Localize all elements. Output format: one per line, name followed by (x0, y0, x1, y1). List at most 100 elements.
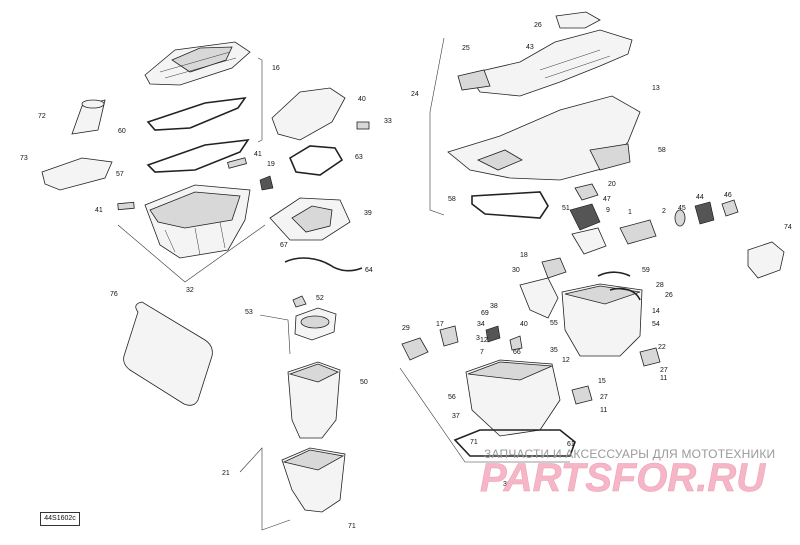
part-45-fitting (674, 209, 686, 227)
callout-43: 43 (526, 44, 534, 51)
callout-12: 12 (480, 337, 488, 344)
callout-41: 41 (95, 207, 103, 214)
callout-66: 66 (513, 349, 521, 356)
part-66-pin (509, 335, 523, 351)
callout-64: 64 (365, 267, 373, 274)
callout-17: 17 (436, 321, 444, 328)
part-39-funnel-inner (291, 205, 333, 233)
callout-58: 58 (658, 147, 666, 154)
callout-72: 72 (38, 113, 46, 120)
callout-40: 40 (520, 321, 528, 328)
callout-30: 30 (512, 267, 520, 274)
callout-18: 18 (520, 252, 528, 259)
callout-36: 36 (503, 481, 511, 488)
part-50-liner (287, 361, 341, 439)
part-60-gasket (146, 96, 247, 131)
callout-59: 59 (642, 267, 650, 274)
callout-27: 27 (660, 367, 668, 374)
part-61-frame (453, 429, 576, 457)
part-17-hinge (439, 325, 459, 347)
callout-26: 26 (665, 292, 673, 299)
callout-34: 34 (477, 321, 485, 328)
part-14-bin-top (564, 285, 641, 305)
part-16-top-cover (144, 41, 251, 86)
callout-51: 51 (562, 205, 570, 212)
callout-25: 25 (462, 45, 470, 52)
callout-52: 52 (316, 295, 324, 302)
part-53-bowl-rim (300, 315, 330, 329)
callout-44: 44 (696, 194, 704, 201)
group-bracket-21 (239, 447, 291, 531)
callout-54: 54 (652, 321, 660, 328)
part-41-plate (227, 157, 247, 169)
part-41-plate-b (117, 201, 135, 211)
callout-20: 20 (608, 181, 616, 188)
callout-labels: 1672607357414132403363193967645253765021… (20, 22, 792, 530)
part-32-storage-tray (144, 184, 251, 259)
part-74-module (747, 241, 785, 279)
part-73-lid (41, 157, 113, 191)
callout-3: 3 (476, 335, 480, 342)
callout-2: 2 (662, 208, 666, 215)
callout-74: 74 (784, 224, 792, 231)
callout-21: 21 (222, 470, 230, 477)
part-47-valve-top (574, 183, 599, 201)
watermark-logo-text: PARTSFOR.RU (480, 457, 766, 497)
part-25-plate (457, 69, 491, 91)
callout-22: 22 (658, 344, 666, 351)
callout-26: 26 (534, 22, 542, 29)
callout-60: 60 (118, 128, 126, 135)
part-14-bin (561, 283, 643, 357)
callout-11: 11 (660, 375, 667, 382)
part-37-bottom-bin (465, 359, 561, 437)
callout-76: 76 (110, 291, 118, 298)
part-26-cap (555, 11, 601, 29)
callout-50: 50 (360, 379, 368, 386)
callout-14: 14 (652, 308, 660, 315)
callout-35: 35 (550, 347, 558, 354)
callout-55: 55 (550, 320, 558, 327)
part-76-cushion (123, 301, 213, 406)
callout-61: 61 (567, 441, 575, 448)
part-13-deck-handle (589, 143, 631, 171)
callout-46: 46 (724, 192, 732, 199)
part-43-detail (539, 49, 611, 79)
callout-57: 57 (116, 171, 124, 178)
part-43-top-plate (467, 29, 633, 97)
part-44-switch (694, 201, 715, 225)
callout-12: 12 (562, 357, 570, 364)
group-bracket-32 (117, 224, 266, 283)
watermark-logo: PARTSFOR.RU (480, 457, 767, 497)
part-30-duct (519, 277, 559, 319)
callout-1: 1 (628, 209, 632, 216)
callout-47: 47 (603, 196, 611, 203)
part-63-seal (288, 145, 344, 176)
callout-73: 73 (20, 155, 28, 162)
part-1-bracket (619, 219, 657, 245)
callout-63: 63 (355, 154, 363, 161)
callout-71: 71 (470, 439, 478, 446)
callout-24: 24 (411, 91, 419, 98)
watermark-caption: ЗАПЧАСТИ И АКСЕССУАРЫ ДЛЯ МОТОТЕХНИКИ (484, 447, 776, 461)
part-50-liner-top (288, 363, 339, 383)
callout-71: 71 (348, 523, 356, 530)
part-37-bin-top (467, 361, 553, 381)
callout-29: 29 (402, 325, 410, 332)
callout-69: 69 (481, 310, 489, 317)
group-bracket-16 (257, 57, 263, 143)
callout-41: 41 (254, 151, 262, 158)
callout-45: 45 (678, 205, 686, 212)
callout-16: 16 (272, 65, 280, 72)
callout-53: 53 (245, 309, 253, 316)
group-bracket-53 (259, 314, 291, 355)
callout-11: 11 (600, 407, 607, 414)
callout-28: 28 (656, 282, 664, 289)
callout-33: 33 (384, 118, 392, 125)
part-19-clip (259, 175, 274, 191)
callout-37: 37 (452, 413, 460, 420)
group-bracket-36 (399, 367, 570, 463)
part-59-hose (597, 271, 631, 277)
callout-67: 67 (280, 242, 288, 249)
